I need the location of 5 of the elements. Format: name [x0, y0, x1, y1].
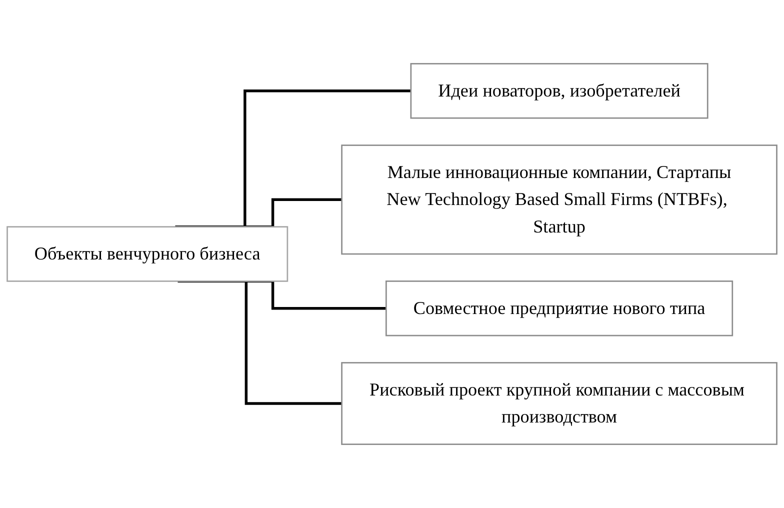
node-box: Малые инновационные компании, Стартапы New Technology Based Small Firms (NTBFs), Startup	[341, 144, 778, 255]
node-box: Рисковый проект крупной компании с массовым производством	[341, 362, 778, 445]
node-box: Совместное предприятие нового типа	[385, 280, 734, 336]
node-box: Идеи новаторов, изобретателей	[410, 63, 708, 119]
node-box: Объекты венчурного бизнеса	[6, 226, 288, 282]
